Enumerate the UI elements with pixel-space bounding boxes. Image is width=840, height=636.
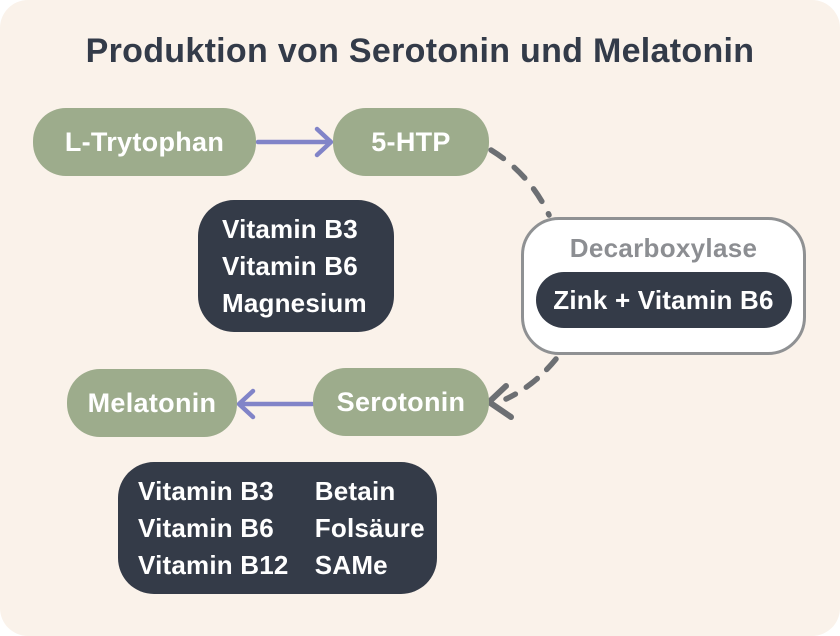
cofactor-line: Vitamin B6 — [138, 513, 274, 543]
cofactor-column-vitamins: Vitamin B3 Vitamin B6 Vitamin B12 — [138, 473, 301, 584]
enzyme-cofactor-pill: Zink + Vitamin B6 — [535, 272, 792, 328]
node-5-htp: 5-HTP — [333, 108, 489, 176]
node-melatonin-label: Melatonin — [87, 387, 217, 418]
page-title: Produktion von Serotonin und Melatonin — [85, 32, 755, 70]
cofactor-line: SAMe — [314, 550, 388, 580]
cofactor-box-melatonin: Vitamin B3 Vitamin B6 Vitamin B12 Betain… — [118, 462, 437, 594]
node-serotonin: Serotonin — [313, 368, 489, 436]
node-melatonin: Melatonin — [67, 369, 237, 437]
dashed-connector-decarboxylase-to-serotonin-icon — [503, 356, 559, 402]
dashed-connector-5htp-to-decarboxylase-icon — [488, 147, 552, 218]
node-l-trytophan: L-Trytophan — [33, 108, 256, 176]
cofactor-column-methyl-donors: Betain Folsäure SAMe — [315, 473, 437, 584]
cofactor-line: Vitamin B12 — [138, 550, 289, 580]
cofactor-line: Vitamin B6 — [222, 251, 358, 281]
dashed-arrowhead-icon — [486, 383, 514, 420]
cofactor-line: Betain — [314, 476, 396, 506]
cofactor-box-5htp: Vitamin B3 Vitamin B6 Magnesium — [198, 200, 394, 332]
enzyme-cofactor-pill-label: Zink + Vitamin B6 — [553, 284, 774, 315]
arrow-l-trytophan-to-5htp-icon — [255, 126, 334, 158]
cofactor-line: Magnesium — [222, 288, 367, 318]
cofactor-line: Vitamin B3 — [138, 476, 274, 506]
cofactor-line: Vitamin B3 — [222, 214, 358, 244]
node-5-htp-label: 5-HTP — [371, 126, 451, 157]
enzyme-title: Decarboxylase — [569, 233, 758, 263]
node-serotonin-label: Serotonin — [336, 386, 466, 417]
cofactor-line: Folsäure — [314, 513, 425, 543]
enzyme-box-decarboxylase: Decarboxylase Zink + Vitamin B6 — [521, 217, 806, 355]
node-l-trytophan-label: L-Trytophan — [64, 126, 225, 157]
arrow-serotonin-to-melatonin-icon — [236, 388, 315, 420]
